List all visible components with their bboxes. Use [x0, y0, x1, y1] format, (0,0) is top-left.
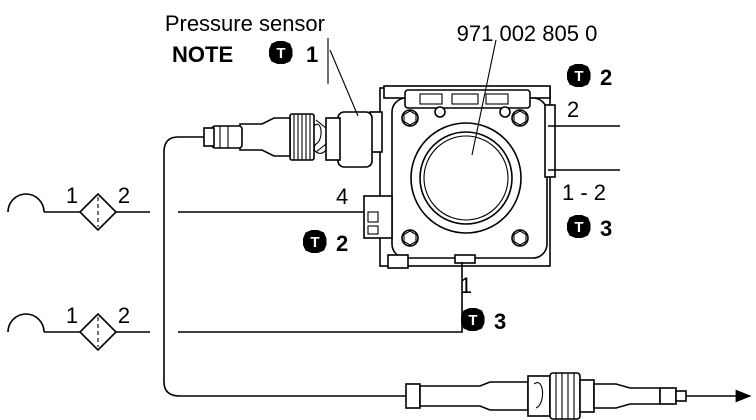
port-2-label: 2 — [567, 97, 579, 122]
torque-mark-left: T 2 — [303, 230, 348, 256]
torque-value: 3 — [494, 309, 506, 334]
port-1-2-label: 1 - 2 — [562, 180, 606, 205]
port-1-label: 1 — [460, 273, 472, 298]
torque-value: 2 — [336, 231, 348, 256]
pressure-sensor — [203, 111, 383, 168]
cable-connector — [405, 372, 687, 420]
torque-symbol: T — [468, 312, 477, 329]
torque-symbol: T — [574, 68, 583, 85]
sensor-cable — [163, 136, 406, 397]
corner-bolt — [511, 109, 529, 127]
corner-bolt — [511, 229, 529, 247]
corner-bolt — [401, 229, 419, 247]
valve-body — [363, 85, 556, 269]
torque-mark-lower-right: T 3 — [567, 215, 612, 241]
filter-a-in-label: 1 — [66, 183, 78, 208]
part-number-label: 971 002 805 0 — [457, 21, 598, 46]
note-label: NOTE — [172, 42, 233, 67]
torque-value: 1 — [306, 42, 318, 67]
port-4-label: 4 — [336, 184, 348, 209]
torque-symbol: T — [310, 234, 319, 251]
torque-value: 3 — [600, 216, 612, 241]
torque-symbol: T — [574, 219, 583, 236]
torque-mark-bottom: T 3 — [461, 308, 506, 334]
filter-a — [7, 192, 150, 232]
torque-mark-sensor: T 1 — [269, 41, 318, 67]
filter-b — [7, 312, 150, 352]
filter-b-out-label: 2 — [118, 303, 130, 328]
sensor-leader-line — [329, 49, 359, 117]
filter-b-in-label: 1 — [66, 303, 78, 328]
sensor-name-label: Pressure sensor — [165, 11, 325, 36]
filter-a-out-label: 2 — [118, 183, 130, 208]
torque-value: 2 — [600, 65, 612, 90]
part-number-leader-line — [471, 39, 497, 156]
corner-bolt — [401, 109, 419, 127]
line-port-1 — [178, 262, 463, 333]
torque-mark-upper-right: T 2 — [567, 64, 612, 90]
torque-symbol: T — [276, 45, 285, 62]
